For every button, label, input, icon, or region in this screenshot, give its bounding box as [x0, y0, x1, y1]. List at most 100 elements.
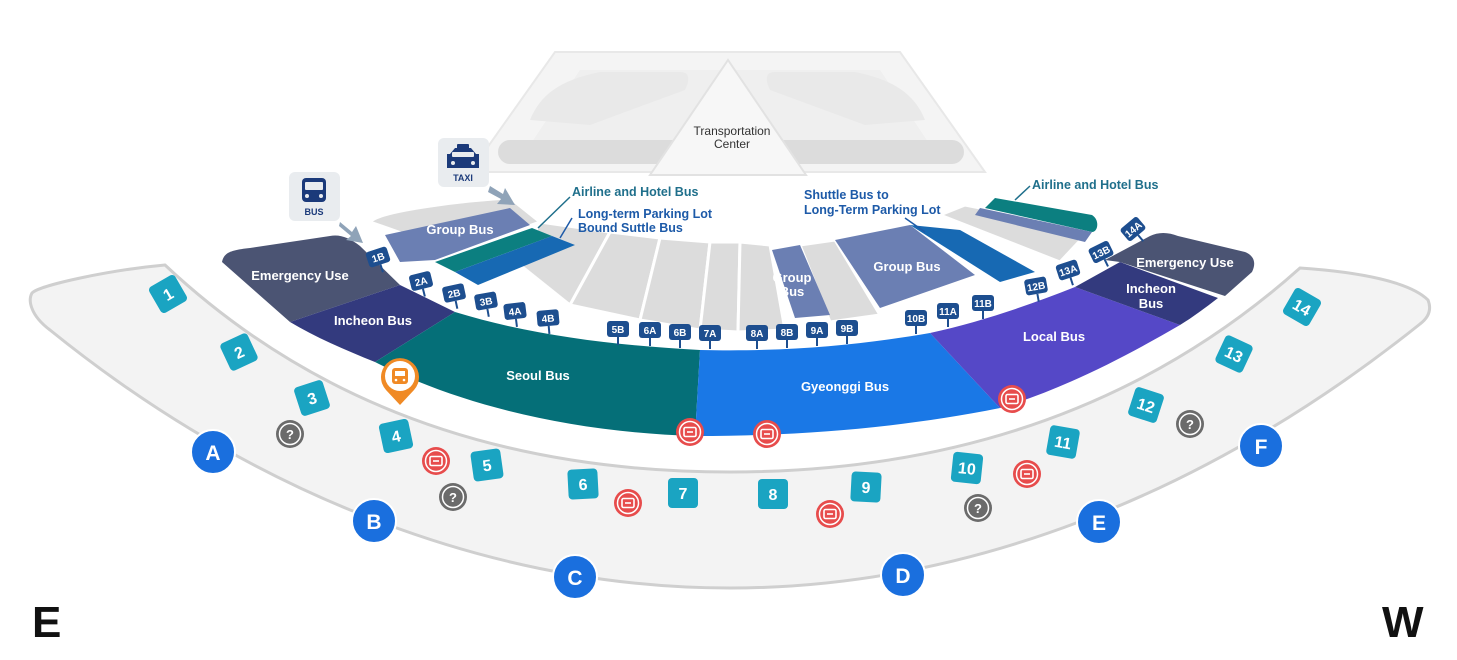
- gate-label: 12: [1134, 396, 1156, 418]
- zone-group-bus-right[interactable]: [835, 225, 975, 308]
- gate-5[interactable]: 5: [470, 448, 504, 482]
- zone-group-bus-center[interactable]: [772, 245, 830, 318]
- bus-stop-11a[interactable]: 11A: [937, 303, 959, 327]
- ticket-machine-icon[interactable]: [422, 447, 450, 475]
- bus-stop-9b[interactable]: 9B: [836, 320, 858, 344]
- door-c[interactable]: C: [552, 554, 598, 600]
- zone-incheon-bus-right-label-2: Bus: [1139, 296, 1164, 311]
- information-icon[interactable]: ?: [439, 483, 467, 511]
- bus-icon[interactable]: BUS: [289, 172, 340, 221]
- bus-stop-1b[interactable]: 1B: [365, 246, 393, 276]
- bus-stop-8a[interactable]: 8A: [746, 325, 768, 349]
- door-e[interactable]: E: [1076, 499, 1122, 545]
- zone-seoul-bus-label: Seoul Bus: [506, 368, 570, 383]
- door-b[interactable]: B: [351, 498, 397, 544]
- door-label: C: [567, 567, 582, 590]
- svg-text:?: ?: [974, 501, 982, 516]
- taxi-icon[interactable]: TAXI: [438, 138, 489, 187]
- bus-stop-6b[interactable]: 6B: [669, 324, 691, 348]
- gate-10[interactable]: 10: [950, 451, 984, 485]
- gate-12[interactable]: 12: [1127, 386, 1165, 424]
- ticket-machine-icon[interactable]: [816, 500, 844, 528]
- gate-2[interactable]: 2: [219, 332, 259, 372]
- bus-stop-label: 1B: [371, 251, 387, 265]
- door-f[interactable]: F: [1238, 423, 1284, 469]
- bus-stop-label: 9A: [811, 326, 824, 337]
- door-label: E: [1092, 512, 1106, 535]
- zone-shuttle-right[interactable]: [910, 225, 1035, 282]
- door-label: F: [1255, 436, 1268, 459]
- gate-3[interactable]: 3: [293, 379, 331, 417]
- bus-stop-label: 13A: [1058, 263, 1079, 279]
- zone-parking-shuttle-left[interactable]: [455, 236, 575, 285]
- gate-label: 9: [861, 480, 871, 497]
- ticket-machine-icon[interactable]: [998, 385, 1026, 413]
- bus-stop-9a[interactable]: 9A: [806, 322, 828, 346]
- zone-emergency-use-left[interactable]: [222, 235, 400, 322]
- gate-14[interactable]: 14: [1282, 287, 1323, 328]
- information-icon[interactable]: ?: [276, 420, 304, 448]
- ticket-machine-icon[interactable]: [1013, 460, 1041, 488]
- bus-stop-6a[interactable]: 6A: [639, 322, 661, 346]
- bus-stop-12b[interactable]: 12B: [1024, 276, 1050, 303]
- zone-local-bus-label: Local Bus: [1023, 329, 1085, 344]
- door-a[interactable]: A: [190, 429, 236, 475]
- zone-group-bus-left[interactable]: [385, 208, 530, 262]
- bus-stop-4b[interactable]: 4B: [536, 309, 560, 335]
- bus-stop-label: 9B: [841, 324, 854, 335]
- zone-group-bus-right-label: Group Bus: [873, 259, 940, 274]
- information-icon[interactable]: ?: [1176, 410, 1204, 438]
- gate-label: 11: [1053, 434, 1073, 454]
- gate-label: 13: [1222, 344, 1245, 367]
- door-d[interactable]: D: [880, 552, 926, 598]
- door-label: A: [205, 442, 220, 465]
- svg-text:?: ?: [1186, 417, 1194, 432]
- callout-leader-airline-left: [537, 196, 571, 229]
- zone-emergency-use-right[interactable]: [1105, 233, 1255, 296]
- zone-local-bus[interactable]: [930, 287, 1180, 408]
- door-label: D: [895, 565, 910, 588]
- bus-stop-2a[interactable]: 2A: [408, 271, 435, 300]
- bus-stop-13b[interactable]: 13B: [1088, 240, 1118, 271]
- gate-9[interactable]: 9: [850, 471, 882, 503]
- bus-stop-13a[interactable]: 13A: [1055, 259, 1083, 289]
- gate-4[interactable]: 4: [378, 418, 414, 454]
- zone-incheon-bus-right[interactable]: [1075, 262, 1218, 325]
- bus-stop-8b[interactable]: 8B: [776, 324, 798, 348]
- gate-1[interactable]: 1: [148, 274, 189, 315]
- zone-airline-hotel-bus-right[interactable]: [985, 198, 1098, 232]
- zone-airline-hotel-bus-left[interactable]: [435, 228, 552, 272]
- callout-airline-left: Airline and Hotel Bus: [572, 185, 698, 199]
- zone-seoul-bus[interactable]: [375, 312, 700, 436]
- gate-11[interactable]: 11: [1046, 425, 1081, 460]
- bus-stop-11b[interactable]: 11B: [972, 295, 994, 319]
- bus-stop-10b[interactable]: 10B: [905, 310, 927, 334]
- zone-shuttle-right-strip[interactable]: [975, 208, 1092, 242]
- bus-stop-3b[interactable]: 3B: [474, 291, 500, 318]
- svg-text:?: ?: [286, 427, 294, 442]
- gate-8[interactable]: 8: [758, 479, 788, 509]
- ticket-machine-icon[interactable]: [614, 489, 642, 517]
- zone-incheon-bus-right-label-1: Incheon: [1126, 281, 1176, 296]
- callout-leader-airline-right: [1014, 185, 1031, 201]
- gate-7[interactable]: 7: [668, 478, 698, 508]
- gate-6[interactable]: 6: [567, 468, 599, 500]
- zone-gyeonggi-bus-label: Gyeonggi Bus: [801, 379, 889, 394]
- bus-stop-4a[interactable]: 4A: [503, 302, 528, 329]
- bus-stop-7a[interactable]: 7A: [699, 325, 721, 349]
- ticket-machine-icon[interactable]: [676, 418, 704, 446]
- bus-icon-label: BUS: [304, 207, 323, 217]
- bus-stop-14a[interactable]: 14A: [1119, 216, 1151, 249]
- zone-group-bus-left-label: Group Bus: [426, 222, 493, 237]
- bus-stop-5b[interactable]: 5B: [607, 321, 629, 345]
- information-icon[interactable]: ?: [964, 494, 992, 522]
- zone-incheon-bus-left[interactable]: [290, 285, 455, 362]
- zone-gyeonggi-bus[interactable]: [695, 333, 1000, 436]
- bus-stop-2b[interactable]: 2B: [442, 283, 469, 311]
- bus-location-pin-icon[interactable]: [381, 358, 419, 405]
- callout-shuttle-center-1: Shuttle Bus to: [804, 188, 889, 202]
- ticket-machine-icon[interactable]: [753, 420, 781, 448]
- gate-13[interactable]: 13: [1214, 334, 1254, 374]
